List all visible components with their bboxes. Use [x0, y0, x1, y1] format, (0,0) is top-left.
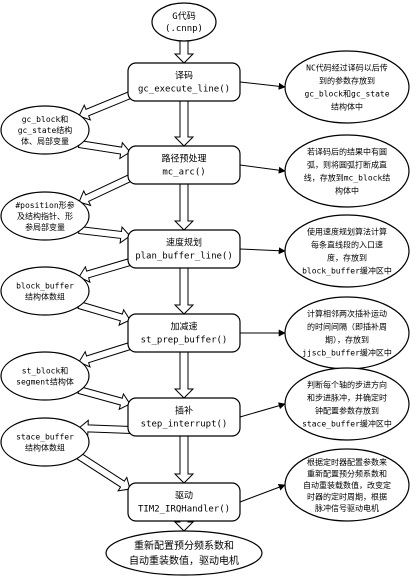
- note-arrow-2: [239, 164, 286, 174]
- flow-arrow-2: [173, 100, 195, 147]
- flow-arrow-4: [173, 267, 195, 315]
- right-note-5-line-2: 和步进脉冲，并确定时: [307, 392, 387, 402]
- left-note-3-line-2: 结构体数组: [25, 291, 65, 301]
- right-note-6-line-1: 根据定时器配置参数来: [307, 457, 387, 467]
- note-arrow-1: [239, 81, 286, 90]
- store-arrow-2: [78, 174, 133, 207]
- process-step-4: 加减速 st_prep_buffer(): [127, 313, 241, 353]
- start-node-line-2: (.cnnp): [165, 24, 203, 34]
- left-note-4-line-2: segment结构体: [16, 376, 74, 386]
- flow-arrow-7: [173, 520, 195, 532]
- process-step-6: 驱动 TIM2_IRQHandler(): [127, 482, 241, 522]
- right-note-3-line-1: 使用速度规划算法计算: [307, 226, 387, 236]
- process-step-1: 译码 gc_execute_line(): [127, 62, 241, 102]
- right-note-1-line-2: 到的参数存放到: [319, 75, 375, 85]
- left-note-4-line-1: st_block和: [22, 366, 69, 375]
- left-note-5-line-2: 结构体数组: [25, 442, 65, 452]
- end-node-line-2: 自动重装数值，驱动电机: [129, 554, 239, 567]
- flow-arrow-5: [173, 351, 195, 399]
- left-note-2-line-3: 参局部变量: [25, 222, 65, 232]
- process-step-3-line-2: plan_buffer_line(): [135, 252, 233, 262]
- right-note-5-line-1: 判断每个轴的步进方向: [307, 379, 387, 389]
- right-note-2-line-2: 弧，则将圆弧打断成直: [307, 159, 387, 169]
- right-note-4-line-2: 的时间间隔（即插补周: [307, 321, 387, 331]
- right-note-1-line-3: gc_block和gc_state: [304, 89, 389, 98]
- start-node-line-1: G代码: [172, 11, 195, 22]
- left-note-1-line-3: 体、局部变量: [21, 136, 69, 146]
- right-note-3-line-2: 每条直线段的入口速: [311, 239, 383, 249]
- flow-arrow-6: [173, 435, 195, 484]
- right-note-4-line-4: jjscb_buffer缓冲区中: [302, 347, 392, 357]
- note-arrow-3: [239, 247, 286, 255]
- process-step-2-line-2: mc_arc(): [162, 168, 205, 178]
- right-note-6: 根据定时器配置参数来重新配置预分频系数和自动重装载数值，改变定时器的定时周期，根…: [284, 448, 410, 522]
- store-arrow-1: [78, 91, 132, 121]
- left-note-5-line-1: stace_buffer: [16, 432, 74, 441]
- store-arrow-5: [78, 419, 131, 438]
- right-note-5-line-4: stace_buffer缓冲区中: [302, 418, 392, 428]
- process-step-1-line-1: 译码: [175, 71, 193, 82]
- right-note-2-line-1: 若译码后的结果中有圆: [307, 146, 387, 156]
- left-note-1-line-1: gc_block和: [22, 115, 69, 124]
- end-node-line-1: 重新配置预分频系数和: [134, 539, 234, 552]
- right-note-2-line-3: 线，存放到mc_block结: [304, 172, 391, 182]
- right-note-4-line-3: 期），存放到: [325, 334, 369, 344]
- process-step-5: 插补 step_interrupt(): [127, 397, 241, 437]
- load-arrow-4: [77, 386, 131, 411]
- process-step-5-line-2: step_interrupt(): [141, 420, 228, 430]
- flow-arrow-3: [173, 183, 195, 231]
- process-step-2: 路径预处理 mc_arc(): [127, 145, 241, 185]
- right-note-2-line-4: 构体中: [335, 185, 359, 195]
- process-step-3: 速度规划 plan_buffer_line(): [127, 229, 241, 269]
- right-note-4-line-1: 计算相邻两次插补运动: [307, 308, 387, 318]
- right-note-6-line-3: 自动重装载数值，改变定: [303, 480, 391, 490]
- process-step-4-line-2: st_prep_buffer(): [141, 336, 228, 346]
- right-note-3-line-4: block_buffer缓冲区中: [302, 265, 392, 275]
- note-arrow-6: [239, 483, 286, 503]
- load-arrow-3: [77, 301, 131, 327]
- process-step-3-line-1: 速度规划: [166, 237, 202, 249]
- right-note-3-line-3: 度，存放到: [327, 252, 367, 262]
- right-note-6-line-5: 脉冲信号驱动电机: [315, 503, 379, 513]
- process-step-4-line-1: 加减速: [170, 321, 197, 333]
- right-note-6-line-4: 时器的定时周期，根据: [307, 491, 387, 501]
- load-arrow-2: [78, 225, 131, 244]
- process-step-1-line-2: gc_execute_line(): [138, 85, 230, 95]
- right-note-1-line-4: 结构体中: [331, 101, 363, 111]
- right-note-1-line-1: NC代码经过译码以后传: [306, 62, 388, 72]
- store-arrow-4: [78, 342, 132, 368]
- flow-arrow-1: [173, 40, 195, 64]
- left-note-3-line-1: block_buffer: [16, 281, 74, 290]
- process-step-2-line-1: 路径预处理: [161, 153, 206, 165]
- start-node: G代码 (.cnnp): [151, 2, 217, 42]
- process-step-5-line-1: 插补: [175, 405, 193, 417]
- left-note-2-line-1: #position形参: [15, 200, 74, 210]
- right-note-5-line-3: 钟配置参数存放到: [315, 405, 379, 415]
- process-step-6-line-2: TIM2_IRQHandler(): [138, 505, 230, 515]
- store-arrow-3: [78, 258, 132, 284]
- load-arrow-1: [77, 139, 131, 160]
- note-arrow-5: [239, 402, 286, 418]
- process-step-6-line-1: 驱动: [175, 491, 193, 502]
- right-note-6-line-2: 重新配置预分频系数和: [307, 468, 387, 478]
- left-note-1-line-2: gc_state结构: [18, 125, 73, 135]
- left-note-2-line-2: 及结构指针、形: [17, 211, 73, 221]
- load-arrow-5: [76, 452, 131, 492]
